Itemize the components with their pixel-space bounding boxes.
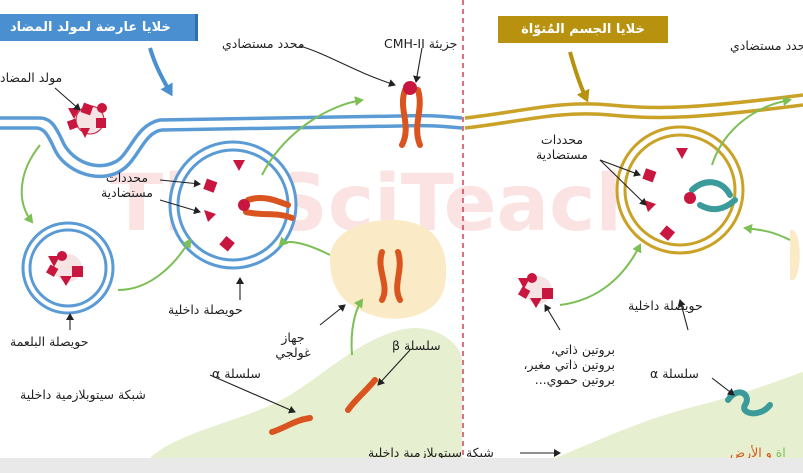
right-cell-membrane bbox=[465, 95, 803, 128]
label-er-left: شبكة سيتوبلازمية داخلية bbox=[20, 387, 146, 402]
golgi-right bbox=[790, 230, 800, 281]
banner-right: خلايا الجسم المُتوّاة bbox=[498, 16, 668, 43]
label-epitope-top-left: محدد مستضادي bbox=[222, 36, 304, 51]
label-alpha-chain-left: سلسلة α bbox=[212, 366, 261, 381]
banner-pointer-left bbox=[150, 48, 170, 92]
label-epitopes-right: محددات مستضادية bbox=[524, 132, 600, 162]
label-antigen: مولد المضاد bbox=[0, 70, 86, 85]
label-golgi: جهاز غولجي bbox=[268, 330, 318, 360]
endosome-left bbox=[170, 142, 296, 268]
footer-bar bbox=[0, 458, 803, 473]
label-phagosome: حويصلة البلعمة bbox=[10, 334, 88, 349]
label-mhc-molecule: جزيئة CMH-II bbox=[384, 36, 457, 51]
label-endosome-right: حويصلة داخلية bbox=[628, 298, 703, 313]
golgi bbox=[330, 220, 446, 319]
label-epitopes-left: محددات مستضادية bbox=[92, 170, 162, 200]
label-beta-chain: سلسلة β bbox=[392, 338, 441, 353]
label-endosome-left: حويصلة داخلية bbox=[168, 302, 243, 317]
antigen-cluster-top bbox=[67, 103, 107, 138]
banner-left: خلايا عارضة لمولد المضاد bbox=[0, 14, 198, 41]
mhc-surface-left bbox=[402, 90, 420, 145]
label-self-protein: بروتين ذاتي، بروتين ذاتي مغير، بروتين حم… bbox=[500, 342, 615, 387]
banner-pointer-right bbox=[570, 52, 586, 98]
self-protein-cluster bbox=[518, 273, 553, 308]
label-epitope-top-right: محدد مستضادي bbox=[730, 38, 803, 53]
label-alpha-chain-right: سلسلة α bbox=[650, 366, 699, 381]
